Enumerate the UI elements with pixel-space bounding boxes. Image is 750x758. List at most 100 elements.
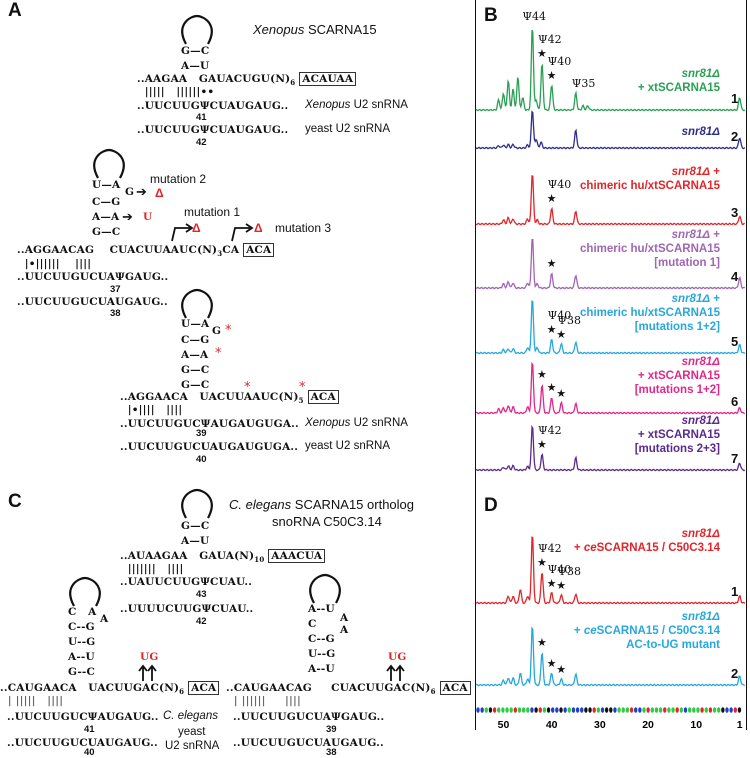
star-marker: ★ [546,381,557,395]
lane-label-line: [mutations 2+3] [634,443,720,455]
psi-annotation: Ψ38 [557,564,581,578]
stem-row: G--C [68,666,96,678]
position-number: 42 [196,137,207,148]
nucleotide-dot [551,707,555,713]
arrow-right-icon: ➔ [136,184,147,199]
trace-line [475,300,746,355]
trace-lane-5 [475,300,746,355]
nucleotide-dot [733,707,737,713]
mutation-1-label: mutation 1 [184,205,241,219]
base-pairs: ||||| ||||||•• [137,86,215,98]
nucleotide-dot [654,707,659,713]
lane-label-line: chimeric hu/xtSCARNA15 [580,180,720,192]
nucleotide-dot [625,707,630,713]
lane-label-line: snr81Δ + [671,166,720,178]
nucleotide-dot [546,707,551,713]
arrow-right-icon: ➔ [122,209,133,224]
nucleotide-dot [708,707,713,713]
lane-label-line: snr81Δ [681,68,720,80]
bulge-base: A [100,613,109,625]
nucleotide-dot [542,707,547,713]
nucleotide-dot [521,707,526,713]
stem-row: G—C [181,379,210,391]
stem-row: G—C [92,226,121,238]
trace-line [475,361,746,415]
axis-tick-label: 50 [498,719,510,731]
mutation-star: * [244,380,251,395]
nucleotide-dot [658,707,663,713]
stem-row: A--U [308,603,335,615]
nucleotide-dot [509,707,513,713]
stem-row: G—C [181,45,210,57]
trace-lane-6 [475,361,746,415]
xenopus-scarna15-title: Xenopus SCARNA15 [253,22,377,37]
c-elegans-label: C. elegans [163,710,218,722]
xenopus-u2-label: Xenopus U2 snRNA [305,417,408,429]
base-pairs: | ||||| |||| [0,695,64,707]
stem-row: C--G [308,633,335,645]
lane-label: snr81Δ+ xtSCARNA15[mutations 2+3] [635,414,720,456]
position-number: 43 [196,589,207,600]
nucleotide-dot [692,707,696,713]
target-sequence: ..UUCUUGUCUAUGAUG.. [233,737,384,749]
psi-annotation: Ψ42 [538,541,562,555]
nucleotide-dot [600,707,605,713]
psi-annotation: Ψ38 [557,313,581,327]
nucleotide-dot [517,707,522,713]
lane-label-line: + ceSCARNA15 / C50C3.14 [573,542,720,554]
nucleotide-dot [717,707,721,713]
bulge-base: A [340,612,349,624]
nucleotide-dot [584,707,588,713]
target-sequence: ..UUCUUGUCUAUGAUG.. [17,296,168,308]
lane-label-line: [mutations 1+2] [634,384,720,396]
nucleotide-dot [729,707,733,713]
target-sequence: ..UUCUUGΨCUAUGAUG.. [137,124,289,136]
lane-label-line: + ceSCARNA15 / C50C3.14 [573,625,720,637]
stem-row: A—U [181,535,210,547]
bent-arrow-icon [171,223,194,242]
lane-label-line: + xtSCARNA15 [637,82,720,94]
target-sequence: ..UUCUUGUCΨAUGAUG.. [7,711,159,723]
target-sequence: ..UUCUUGUCΨAUGAUGUGA.. [120,418,299,430]
nucleotide-dot [683,707,688,713]
stem-row: C A [68,606,97,618]
trace-lane-1 [475,29,746,112]
nucleotide-dot [663,707,667,713]
mutation-star: * [225,323,232,338]
base-pairs: ||||||| |||| [120,563,184,575]
trace-lane-2 [475,110,746,150]
lane-number: 1 [731,584,739,599]
nucleotide-dot [621,707,625,713]
star-marker: ★ [537,438,547,452]
nucleotide-dot [492,707,497,713]
nucleotide-dot [571,707,576,713]
lane-label-line: [mutation 1] [654,257,720,269]
nucleotide-dot [675,707,679,713]
yeast-u2-label: yeast U2 snRNA [305,440,391,452]
stem-loop-icon [309,573,341,604]
psi-annotation: Ψ40 [547,54,572,68]
nucleotide-dot [704,707,708,713]
trace-lane-4 [475,238,746,290]
xenopus-u2-label: Xenopus U2 snRNA [305,99,408,111]
nucleotide-dot [501,707,505,713]
nucleotide-dot [721,707,725,713]
panel-letter-b: B [484,5,498,26]
axis-tick-label: 30 [594,719,606,731]
position-number: 37 [110,284,121,295]
stem-row: U—A [92,179,121,191]
nucleotide-dot [513,707,518,713]
lane-number: 4 [731,269,739,284]
lane-label-line: + xtSCARNA15 [637,370,720,382]
trace-line [475,29,746,112]
mutation-ug-label: UG [388,651,407,663]
lane-number: 5 [731,334,739,349]
nucleotide-dot [613,707,617,713]
nucleotide-dot [687,707,692,713]
trace-lane-2 [475,626,746,687]
nucleotide-dot [737,707,742,713]
target-sequence: ..UUCUUGUCUAUGAUG.. [7,737,158,749]
panel-b-frame [475,0,747,730]
target-sequence: ..UUUUCUUGΨCUAU.. [120,603,254,615]
